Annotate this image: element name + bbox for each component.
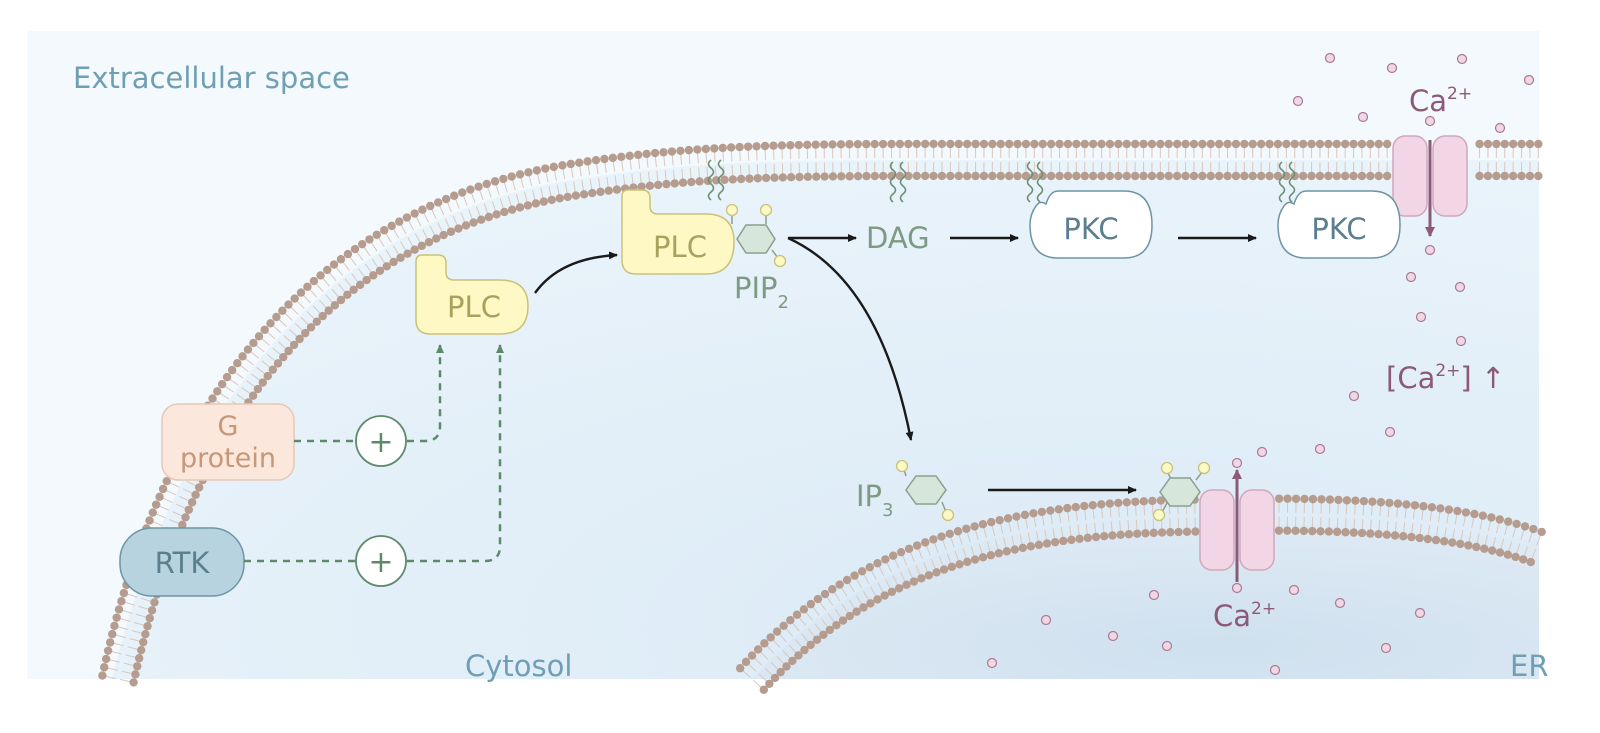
dag-label: DAG [866, 221, 930, 255]
extracellular-label: Extracellular space [73, 61, 350, 95]
g-protein: G protein [162, 404, 294, 480]
pkc-2: PKC [1278, 191, 1400, 258]
svg-text:+: + [368, 425, 393, 460]
plus-circle-1: + [356, 416, 406, 466]
pkc-label-1: PKC [1063, 212, 1118, 246]
rtk-label: RTK [155, 546, 211, 580]
rtk-receptor: RTK [120, 528, 244, 596]
pkc-1: PKC [1030, 191, 1152, 258]
er-label: ER [1510, 649, 1548, 683]
plc-label-1: PLC [447, 290, 501, 324]
plus-circle-2: + [356, 536, 406, 586]
svg-text:+: + [368, 545, 393, 580]
g-protein-label-line2: protein [180, 443, 276, 474]
g-protein-label-line1: G [218, 411, 239, 442]
cytosol-label: Cytosol [465, 649, 572, 683]
pkc-label-2: PKC [1311, 212, 1366, 246]
plc-label-2: PLC [653, 230, 707, 264]
